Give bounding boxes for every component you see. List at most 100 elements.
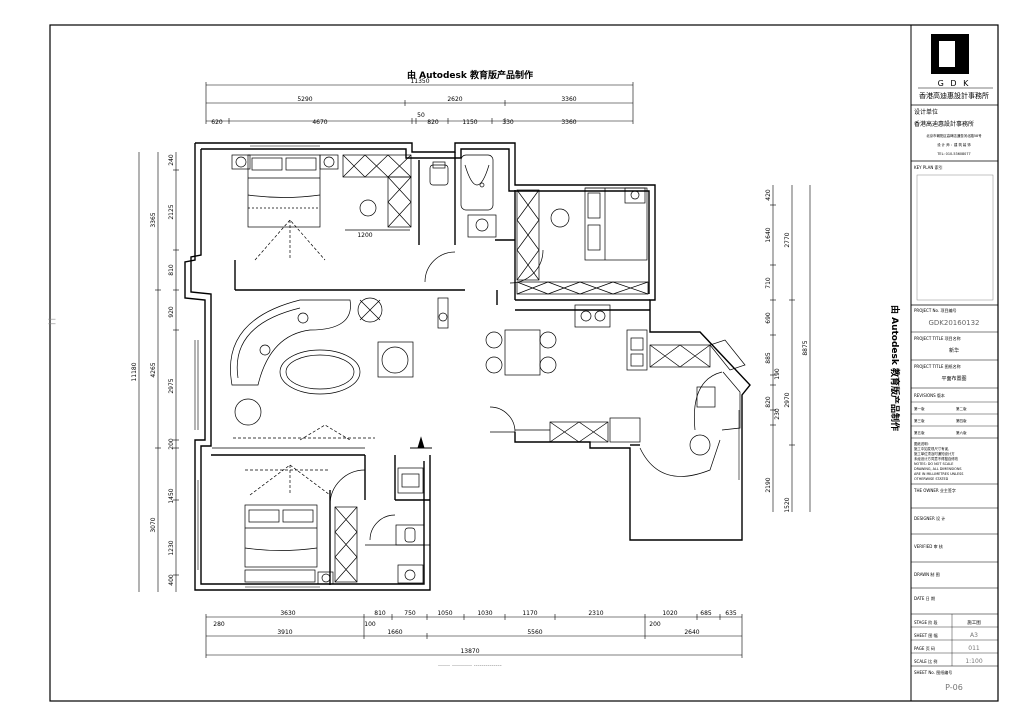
revision-cell: 第一版 <box>914 406 925 411</box>
appliance <box>609 417 641 443</box>
svg-text:690: 690 <box>765 312 772 324</box>
drawing-title-label: PROJECT TITLE 图纸名称 <box>914 363 961 369</box>
lamp-icon <box>321 573 331 583</box>
svg-text:1050: 1050 <box>437 610 452 617</box>
person-figure <box>259 344 271 356</box>
svg-text:1520: 1520 <box>784 497 791 512</box>
bar-stool <box>539 356 557 374</box>
dining-kitchen <box>485 304 746 477</box>
drawn-label: DRAWN 制 图 <box>914 571 940 577</box>
svg-text:1230: 1230 <box>168 540 175 555</box>
revision-cell: 第三版 <box>914 418 925 423</box>
sink <box>467 214 497 238</box>
key-plan-label: KEY PLAN 索引 <box>914 164 943 170</box>
svg-text:1020: 1020 <box>662 610 677 617</box>
dimensions-bottom <box>205 614 743 658</box>
scale-label: SCALE 比 例 <box>914 658 937 664</box>
design-unit-label: 设计单位 <box>914 108 938 116</box>
project-title-value: 新华 <box>949 347 959 354</box>
address-line: TEL: 010-53608077 <box>936 152 970 156</box>
double-bed <box>584 187 648 261</box>
door-swing <box>424 251 456 283</box>
svg-text:4670: 4670 <box>312 119 327 126</box>
svg-text:1150: 1150 <box>462 119 477 126</box>
svg-text:200: 200 <box>168 438 175 450</box>
dimension-labels-top: 11350 5290 2620 3360 620 4670 50 820 115… <box>211 78 577 126</box>
svg-text:230: 230 <box>774 408 781 420</box>
svg-text:750: 750 <box>404 610 416 617</box>
svg-text:2125: 2125 <box>168 204 175 219</box>
stage-value: 施工图 <box>967 619 981 626</box>
svg-text:5560: 5560 <box>527 629 542 636</box>
bar-stool <box>485 331 503 349</box>
lamp-icon <box>323 156 335 168</box>
wardrobe <box>334 506 358 583</box>
bathtub <box>460 154 494 211</box>
svg-text:3360: 3360 <box>561 96 576 103</box>
svg-text:3360: 3360 <box>561 119 576 126</box>
svg-text:820: 820 <box>765 396 772 408</box>
sink <box>397 564 424 584</box>
svg-text:280: 280 <box>213 621 225 628</box>
bar-stool <box>539 331 557 349</box>
svg-text:1640: 1640 <box>765 227 772 242</box>
svg-text:2190: 2190 <box>765 477 772 492</box>
notes-block: 图纸说明: 施工中如发现尺寸有误, 施工单位须及时通知设计方 未经设计方同意不得… <box>914 441 963 481</box>
svg-text:施工中如发现尺寸有误,: 施工中如发现尺寸有误, <box>914 446 949 451</box>
design-unit-name: 香港高迪惠設計事務所 <box>914 120 974 128</box>
scale-value: 1:100 <box>965 658 982 665</box>
svg-text:5290: 5290 <box>297 96 312 103</box>
svg-text:620: 620 <box>211 119 223 126</box>
svg-text:1450: 1450 <box>168 488 175 503</box>
revision-cell: 第四版 <box>956 418 967 423</box>
cabinet <box>516 281 649 295</box>
living-room <box>212 297 449 449</box>
stool <box>550 208 570 228</box>
sheet-no-value: P-06 <box>945 683 963 692</box>
svg-text:3630: 3630 <box>280 610 295 617</box>
svg-text:810: 810 <box>374 610 386 617</box>
date-label: DATE 日 期 <box>914 595 935 601</box>
coffee-table <box>279 349 361 395</box>
sheet-border <box>49 24 999 702</box>
address-line: 北京市朝阳区高碑店通惠河北路58号 <box>926 133 982 138</box>
logo-letters: G D K <box>938 79 971 88</box>
dimension-labels-bottom: 3630 810 750 1050 1030 1170 2310 1020 68… <box>213 610 737 655</box>
windows <box>194 142 743 591</box>
svg-text:施工单位须及时通知设计方: 施工单位须及时通知设计方 <box>914 451 955 456</box>
svg-text:1030: 1030 <box>477 610 492 617</box>
bathroom-2 <box>365 467 430 584</box>
stage-label: STAGE 阶 段 <box>914 619 938 625</box>
svg-text:330: 330 <box>502 119 514 126</box>
wardrobe <box>516 189 540 281</box>
sheet-label: SHEET 图 幅 <box>914 632 938 638</box>
svg-text:920: 920 <box>168 306 175 318</box>
dimensions-right <box>770 185 811 512</box>
key-plan-box <box>916 174 994 301</box>
bedroom-2 <box>509 187 649 295</box>
svg-text:635: 635 <box>725 610 737 617</box>
svg-text:2770: 2770 <box>784 232 791 247</box>
kitchen-sink <box>626 329 648 371</box>
stool <box>359 199 377 217</box>
verified-label: VERIFIED 审 核 <box>914 543 943 549</box>
door-swing <box>369 514 396 541</box>
project-no-label: PROJECT No. 项目编号 <box>914 307 956 313</box>
page-label: PAGE 页 码 <box>914 645 935 651</box>
sheet-value: A3 <box>970 632 978 639</box>
svg-text:13870: 13870 <box>460 648 479 655</box>
gas-stove <box>574 304 611 328</box>
counter <box>549 421 609 443</box>
shower <box>397 467 424 494</box>
svg-text:810: 810 <box>168 264 175 276</box>
wardrobe <box>342 154 412 178</box>
double-bed <box>247 154 321 228</box>
double-bed <box>244 504 318 568</box>
round-table <box>689 434 711 456</box>
address-line: 设 计 师 ：建 筑 装 饰 <box>937 142 971 147</box>
person-figure <box>297 312 309 324</box>
svg-text:DRAWING, ALL DIMENSIONS: DRAWING, ALL DIMENSIONS <box>914 467 962 471</box>
bedroom-1 <box>231 154 412 261</box>
watermark-top: 由 Autodesk 教育版产品制作 <box>407 69 533 81</box>
curved-sofa <box>230 299 351 386</box>
